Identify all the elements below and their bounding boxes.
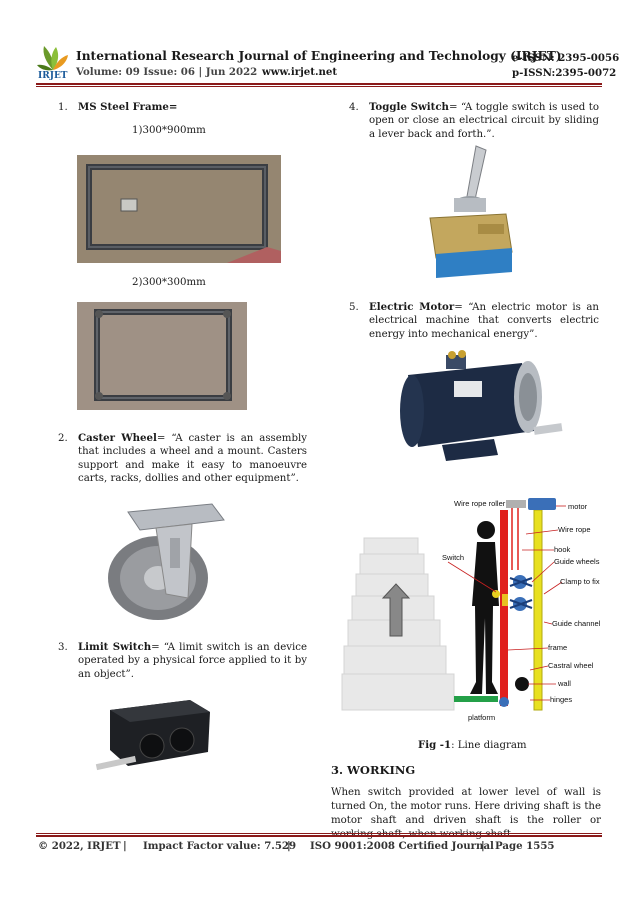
item2-description: = “A caster is an assembly that includes… [78, 433, 307, 485]
item2-number: 2. [58, 433, 68, 444]
item1-heading: MS Steel Frame= [78, 101, 177, 114]
pissn: p-ISSN:2395-0072 [512, 67, 617, 79]
label-castral-wheel: Castral wheel [548, 661, 594, 670]
section-heading-working: 3. WORKING [331, 763, 416, 777]
item5-title: Electric Motor [369, 301, 455, 313]
footer-impact-factor: Impact Factor value: 7.529 [143, 840, 297, 852]
item5-number: 5. [349, 302, 359, 313]
journal-title: International Research Journal of Engine… [76, 49, 562, 63]
label-switch: Switch [442, 553, 464, 562]
label-guide-channel: Guide channel [552, 619, 600, 628]
header-rule-thin [36, 86, 602, 87]
item2-text: Caster Wheel= “A caster is an assembly t… [78, 432, 307, 486]
footer-rule-thin [36, 833, 602, 834]
steel-frame-300x900-image [77, 155, 281, 263]
label-wire-rope: Wire rope [558, 525, 591, 534]
label-motor: motor [568, 502, 588, 511]
footer-rule [36, 835, 602, 837]
item2-title: Caster Wheel [78, 432, 157, 444]
figure-caption-label: Fig -1 [418, 739, 452, 751]
label-guide-wheels: Guide wheels [554, 557, 600, 566]
electric-motor-image [394, 345, 568, 465]
logo-text: IRJET [38, 71, 68, 81]
label-clamp: Clamp to fix to wall [560, 577, 600, 586]
label-wire-rope-roller: Wire rope roller [454, 499, 506, 508]
footer-iso: ISO 9001:2008 Certified Journal [310, 840, 494, 852]
journal-url[interactable]: www.irjet.net [262, 66, 338, 78]
label-wall: wall [557, 679, 571, 688]
footer-page-number: Page 1555 [495, 840, 555, 852]
toggle-switch-image [420, 142, 520, 286]
item3-description: = “A limit switch is an device operated … [78, 642, 307, 680]
item4-title: Toggle Switch [369, 101, 449, 113]
item4-description: = “A toggle switch is used to open or cl… [369, 102, 599, 140]
footer-separator: | [287, 840, 291, 852]
item3-title: Limit Switch [78, 641, 152, 653]
label-hook: hook [554, 545, 571, 554]
item1-size-b: 2)300*300mm [132, 277, 206, 288]
footer-copyright: © 2022, IRJET [38, 840, 121, 852]
item1-size-a: 1)300*900mm [132, 125, 206, 136]
journal-logo: IRJET [36, 44, 70, 82]
item5-text: Electric Motor= “An electric motor is an… [369, 301, 599, 341]
eissn: e-ISSN: 2395-0056 [512, 52, 620, 64]
item1-number: 1. [58, 102, 68, 113]
steel-frame-300x300-image [77, 302, 247, 410]
item1-suffix: = [168, 101, 178, 113]
label-platform: platform [468, 713, 495, 722]
item4-text: Toggle Switch= “A toggle switch is used … [369, 101, 599, 141]
item4-number: 4. [349, 102, 359, 113]
footer-separator: | [481, 840, 485, 852]
journal-volume: Volume: 09 Issue: 06 | Jun 2022 [76, 66, 258, 78]
limit-switch-image [92, 694, 218, 786]
figure-caption: Fig -1: Line diagram [418, 739, 527, 751]
label-hinges: hinges [550, 695, 572, 704]
figure-caption-text: : Line diagram [451, 740, 527, 751]
line-diagram: Wire rope roller motor Wire rope Switch … [336, 490, 600, 730]
footer-separator: | [123, 840, 127, 852]
label-frame: frame [548, 643, 567, 652]
logo-leaf-icon [37, 46, 68, 71]
header-rule [36, 83, 602, 85]
item3-text: Limit Switch= “A limit switch is an devi… [78, 641, 307, 681]
item3-number: 3. [58, 642, 68, 653]
item5-description: = “An electric motor is an electrical ma… [369, 302, 599, 340]
working-paragraph: When switch provided at lower level of w… [331, 787, 601, 840]
caster-wheel-image [100, 498, 230, 626]
item1-title: MS Steel Frame [78, 101, 169, 113]
